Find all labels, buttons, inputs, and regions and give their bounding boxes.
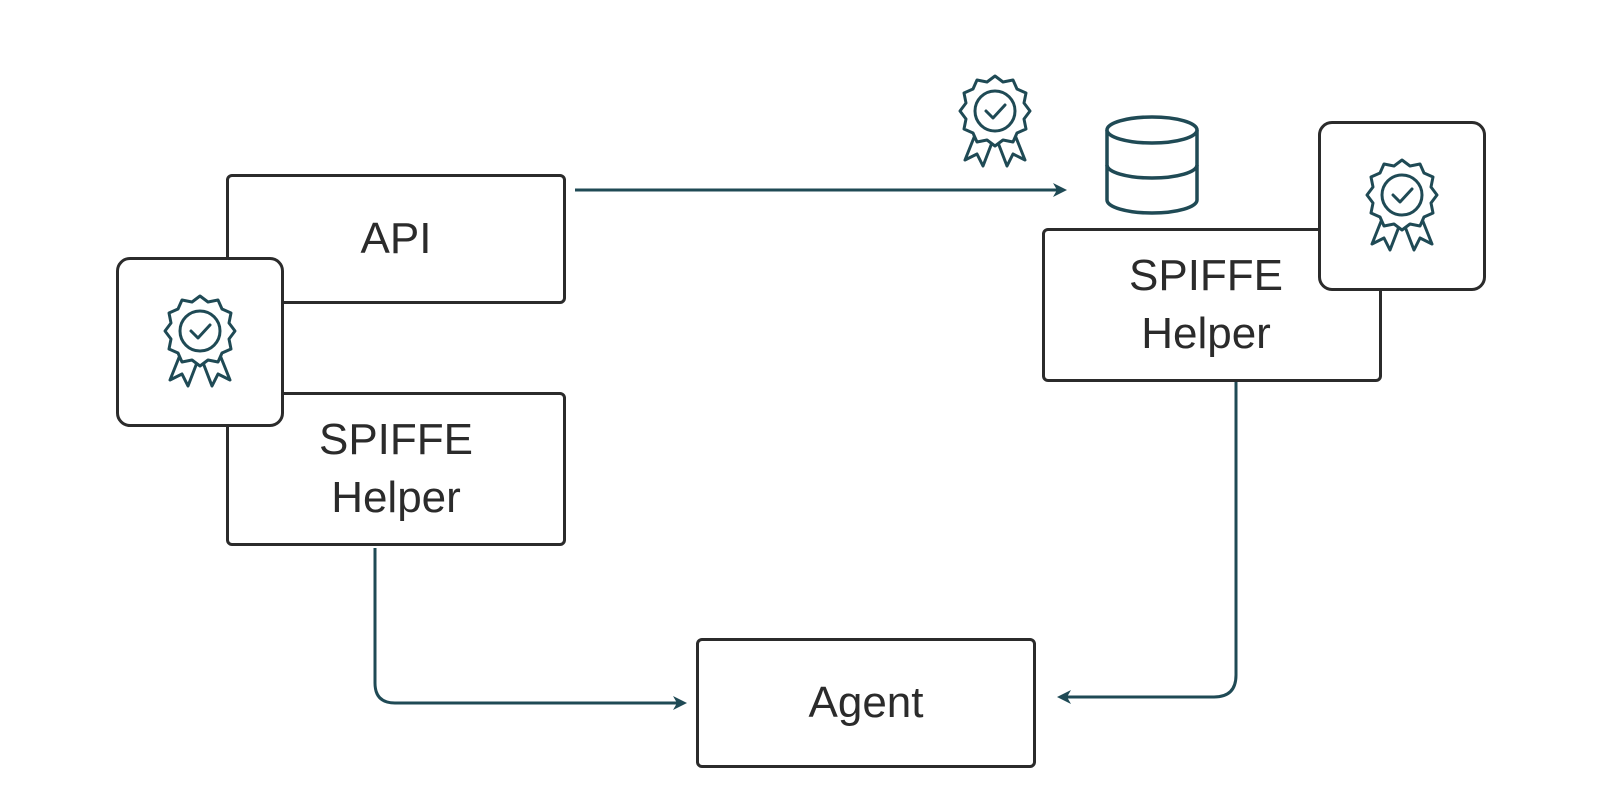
- certificate-badge-icon: [958, 74, 1032, 168]
- right-certificate-card: [1318, 121, 1486, 291]
- database-icon: [1105, 115, 1199, 215]
- api-label: API: [360, 214, 432, 263]
- arrow-right-helper-to-agent: [1057, 382, 1238, 704]
- left-spiffe-helper-label: SPIFFE Helper: [318, 415, 474, 522]
- agent-box: Agent: [696, 638, 1036, 768]
- left-spiffe-helper-box: SPIFFE Helper: [226, 392, 566, 546]
- right-spiffe-helper-label: SPIFFE Helper: [1129, 251, 1284, 358]
- arrow-left-helper-to-agent: [373, 548, 687, 710]
- agent-label: Agent: [808, 678, 924, 727]
- certificate-badge-icon: [163, 294, 237, 388]
- certificate-badge-icon: [1365, 158, 1439, 252]
- left-certificate-card: [116, 257, 284, 427]
